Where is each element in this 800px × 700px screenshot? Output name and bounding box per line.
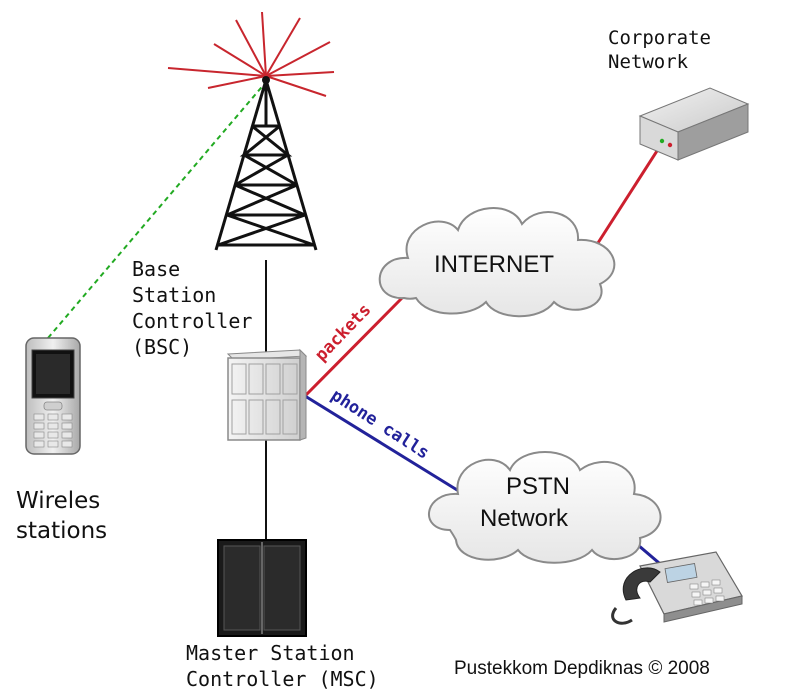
phone-calls-line	[304, 394, 463, 495]
copyright-credit: Pustekkom Depdiknas © 2008	[454, 658, 710, 679]
antenna-tower-icon	[167, 11, 335, 251]
pstn-label-line1: PSTN	[506, 473, 570, 500]
pstn-label-line2: Network	[480, 505, 569, 532]
bsc-label-line4: (BSC)	[132, 335, 192, 359]
pstn-cloud-icon	[427, 451, 662, 564]
msc-label-line2: Controller (MSC)	[186, 667, 379, 691]
wireless-link-line	[47, 81, 267, 339]
internet-cloud-icon	[378, 207, 616, 318]
corporate-network-label-line1: Corporate	[608, 27, 711, 49]
wireless-stations-label-line2: stations	[16, 518, 107, 544]
corporate-network-label-line2: Network	[608, 51, 689, 73]
phone-calls-label: phone calls	[327, 385, 432, 463]
msc-cabinet-icon	[217, 539, 307, 637]
bsc-server-icon	[226, 348, 308, 441]
mobile-phone-icon	[25, 337, 81, 455]
internet-label: INTERNET	[434, 251, 554, 278]
internet-to-corporate-line	[594, 139, 666, 247]
bsc-label-line1: Base	[132, 257, 180, 281]
packets-line	[303, 296, 404, 398]
msc-label-line1: Master Station	[186, 641, 355, 665]
bsc-label-line3: Controller	[132, 309, 252, 333]
desk-telephone-icon	[611, 551, 743, 625]
router-icon	[638, 87, 750, 161]
bsc-label-line2: Station	[132, 283, 216, 307]
wireless-stations-label-line1: Wireles	[16, 488, 100, 514]
